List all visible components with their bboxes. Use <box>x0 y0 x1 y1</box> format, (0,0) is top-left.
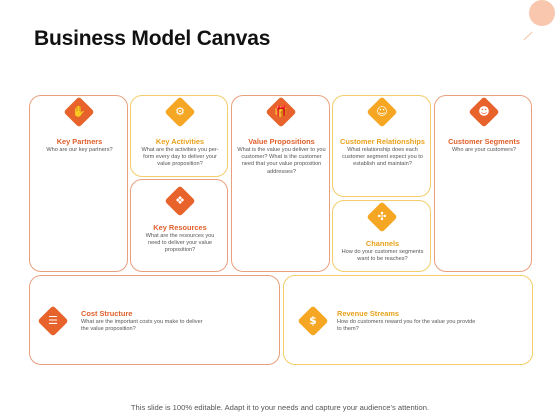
card-title: Customer Segments <box>448 137 520 146</box>
card-description: How do customers reward you for the valu… <box>337 319 476 333</box>
card-title: Key Resources <box>153 223 207 232</box>
footer-note: This slide is 100% editable. Adapt it to… <box>130 403 430 412</box>
card-title: Channels <box>365 239 400 248</box>
card-description: What relationship does each customer seg… <box>342 147 423 168</box>
gift-icon: 🎁 <box>274 105 288 118</box>
box-icon: ❖ <box>175 194 185 207</box>
card-revenue-streams: $ Revenue Streams How do customers rewar… <box>283 275 533 365</box>
card-key-activities: ⚙ Key Activities What are the activities… <box>130 95 228 177</box>
page-title: Business Model Canvas <box>34 27 271 50</box>
card-value-propositions: 🎁 Value Propositions What is the value y… <box>231 95 330 272</box>
card-title: Value Propositions <box>248 137 315 146</box>
card-cost-structure: ☰ Cost Structure What are the important … <box>29 275 280 365</box>
card-description: Who are your customers? <box>451 147 517 153</box>
card-description: What is the value you deliver to you cus… <box>237 147 326 175</box>
card-channels: ✣ Channels How do your customer segments… <box>332 200 431 272</box>
card-key-partners: ✋ Key Partners Who are our key partners? <box>29 95 128 272</box>
card-description: What are the activities you per-form eve… <box>141 147 219 168</box>
card-title: Cost Structure <box>81 309 133 318</box>
card-key-resources: ❖ Key Resources What are the resources y… <box>130 179 228 272</box>
users-icon: ☻ <box>478 105 490 118</box>
document-icon: ☰ <box>48 314 58 327</box>
card-title: Key Partners <box>56 137 103 146</box>
card-description: What are the resources you need to deliv… <box>145 233 215 254</box>
money-icon: $ <box>309 314 317 327</box>
card-title: Revenue Streams <box>337 309 400 318</box>
card-title: Customer Relationships <box>339 137 425 146</box>
card-customer-segments: ☻ Customer Segments Who are your custome… <box>434 95 532 272</box>
card-description: Who are our key partners? <box>46 147 113 153</box>
gears-icon: ⚙ <box>175 105 185 118</box>
card-description: How do your customer segments want to be… <box>341 249 424 263</box>
decorative-circle-icon <box>523 0 555 40</box>
card-title: Key Activities <box>155 137 205 146</box>
handshake-icon: ✋ <box>72 105 86 118</box>
card-customer-relationships: ☺ Customer Relationships What relationsh… <box>332 95 431 197</box>
card-description: What are the important costs you make to… <box>81 319 203 333</box>
people-icon: ☺ <box>376 105 388 118</box>
network-icon: ✣ <box>377 210 387 223</box>
